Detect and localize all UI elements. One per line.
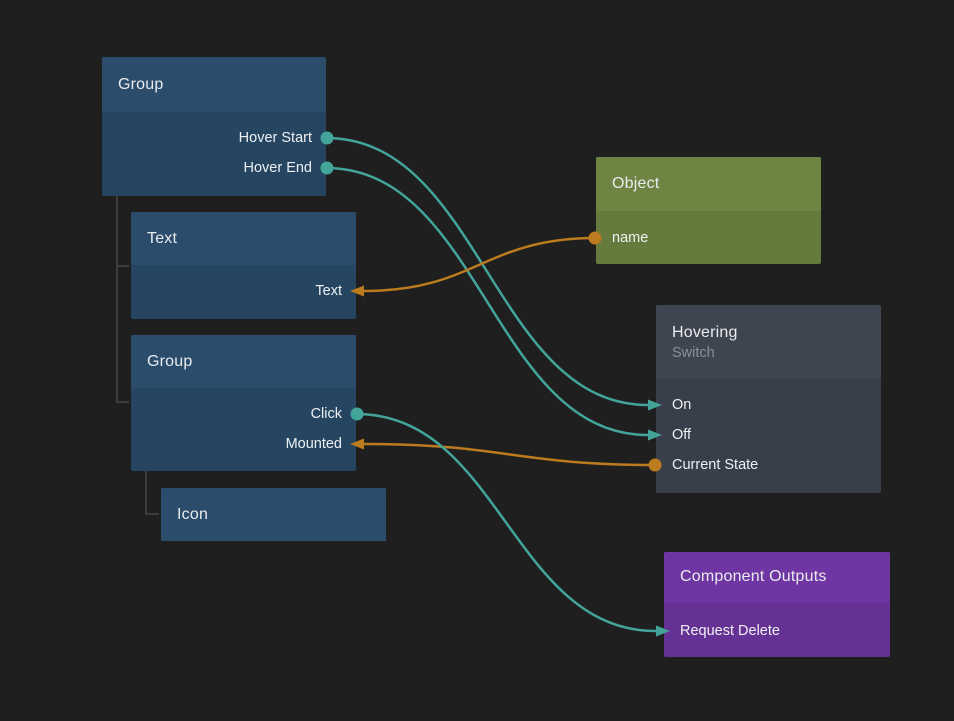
port-label-text-in: Text	[131, 280, 342, 302]
node-title-component-outputs: Component Outputs	[680, 568, 874, 586]
port-label-on: On	[672, 394, 881, 416]
port-label-click: Click	[131, 403, 342, 425]
port-label-off: Off	[672, 424, 881, 446]
node-title-group-inner: Group	[147, 353, 340, 371]
node-text[interactable]: Text	[131, 212, 356, 319]
node-title-object: Object	[612, 175, 805, 193]
node-header-group-inner[interactable]: Group	[131, 335, 356, 388]
node-header-text[interactable]: Text	[131, 212, 356, 265]
port-label-hover-end: Hover End	[102, 157, 312, 179]
port-label-hover-start: Hover Start	[102, 127, 312, 149]
node-header-hovering[interactable]: HoveringSwitch	[656, 305, 881, 379]
node-title-group-top: Group	[118, 76, 310, 94]
port-label-current-state: Current State	[672, 454, 881, 476]
wire-current-state-to-mounted[interactable]	[364, 444, 656, 465]
tree-connector-line	[117, 196, 129, 402]
wire-name-to-text-in[interactable]	[364, 238, 596, 291]
node-header-component-outputs[interactable]: Component Outputs	[664, 552, 890, 602]
node-subtitle-hovering: Switch	[672, 345, 865, 361]
node-icon[interactable]: Icon	[161, 488, 386, 541]
node-header-object[interactable]: Object	[596, 157, 821, 211]
node-title-text: Text	[147, 230, 340, 248]
node-title-icon: Icon	[177, 506, 370, 524]
port-label-request-delete: Request Delete	[680, 620, 890, 642]
node-header-group-top[interactable]: Group	[102, 57, 326, 112]
node-title-hovering: Hovering	[672, 324, 865, 342]
port-label-mounted: Mounted	[131, 433, 342, 455]
port-label-name: name	[612, 227, 821, 249]
tree-connector-line	[146, 471, 159, 514]
node-header-icon[interactable]: Icon	[161, 488, 386, 541]
wire-click-to-request-delete[interactable]	[356, 414, 656, 631]
